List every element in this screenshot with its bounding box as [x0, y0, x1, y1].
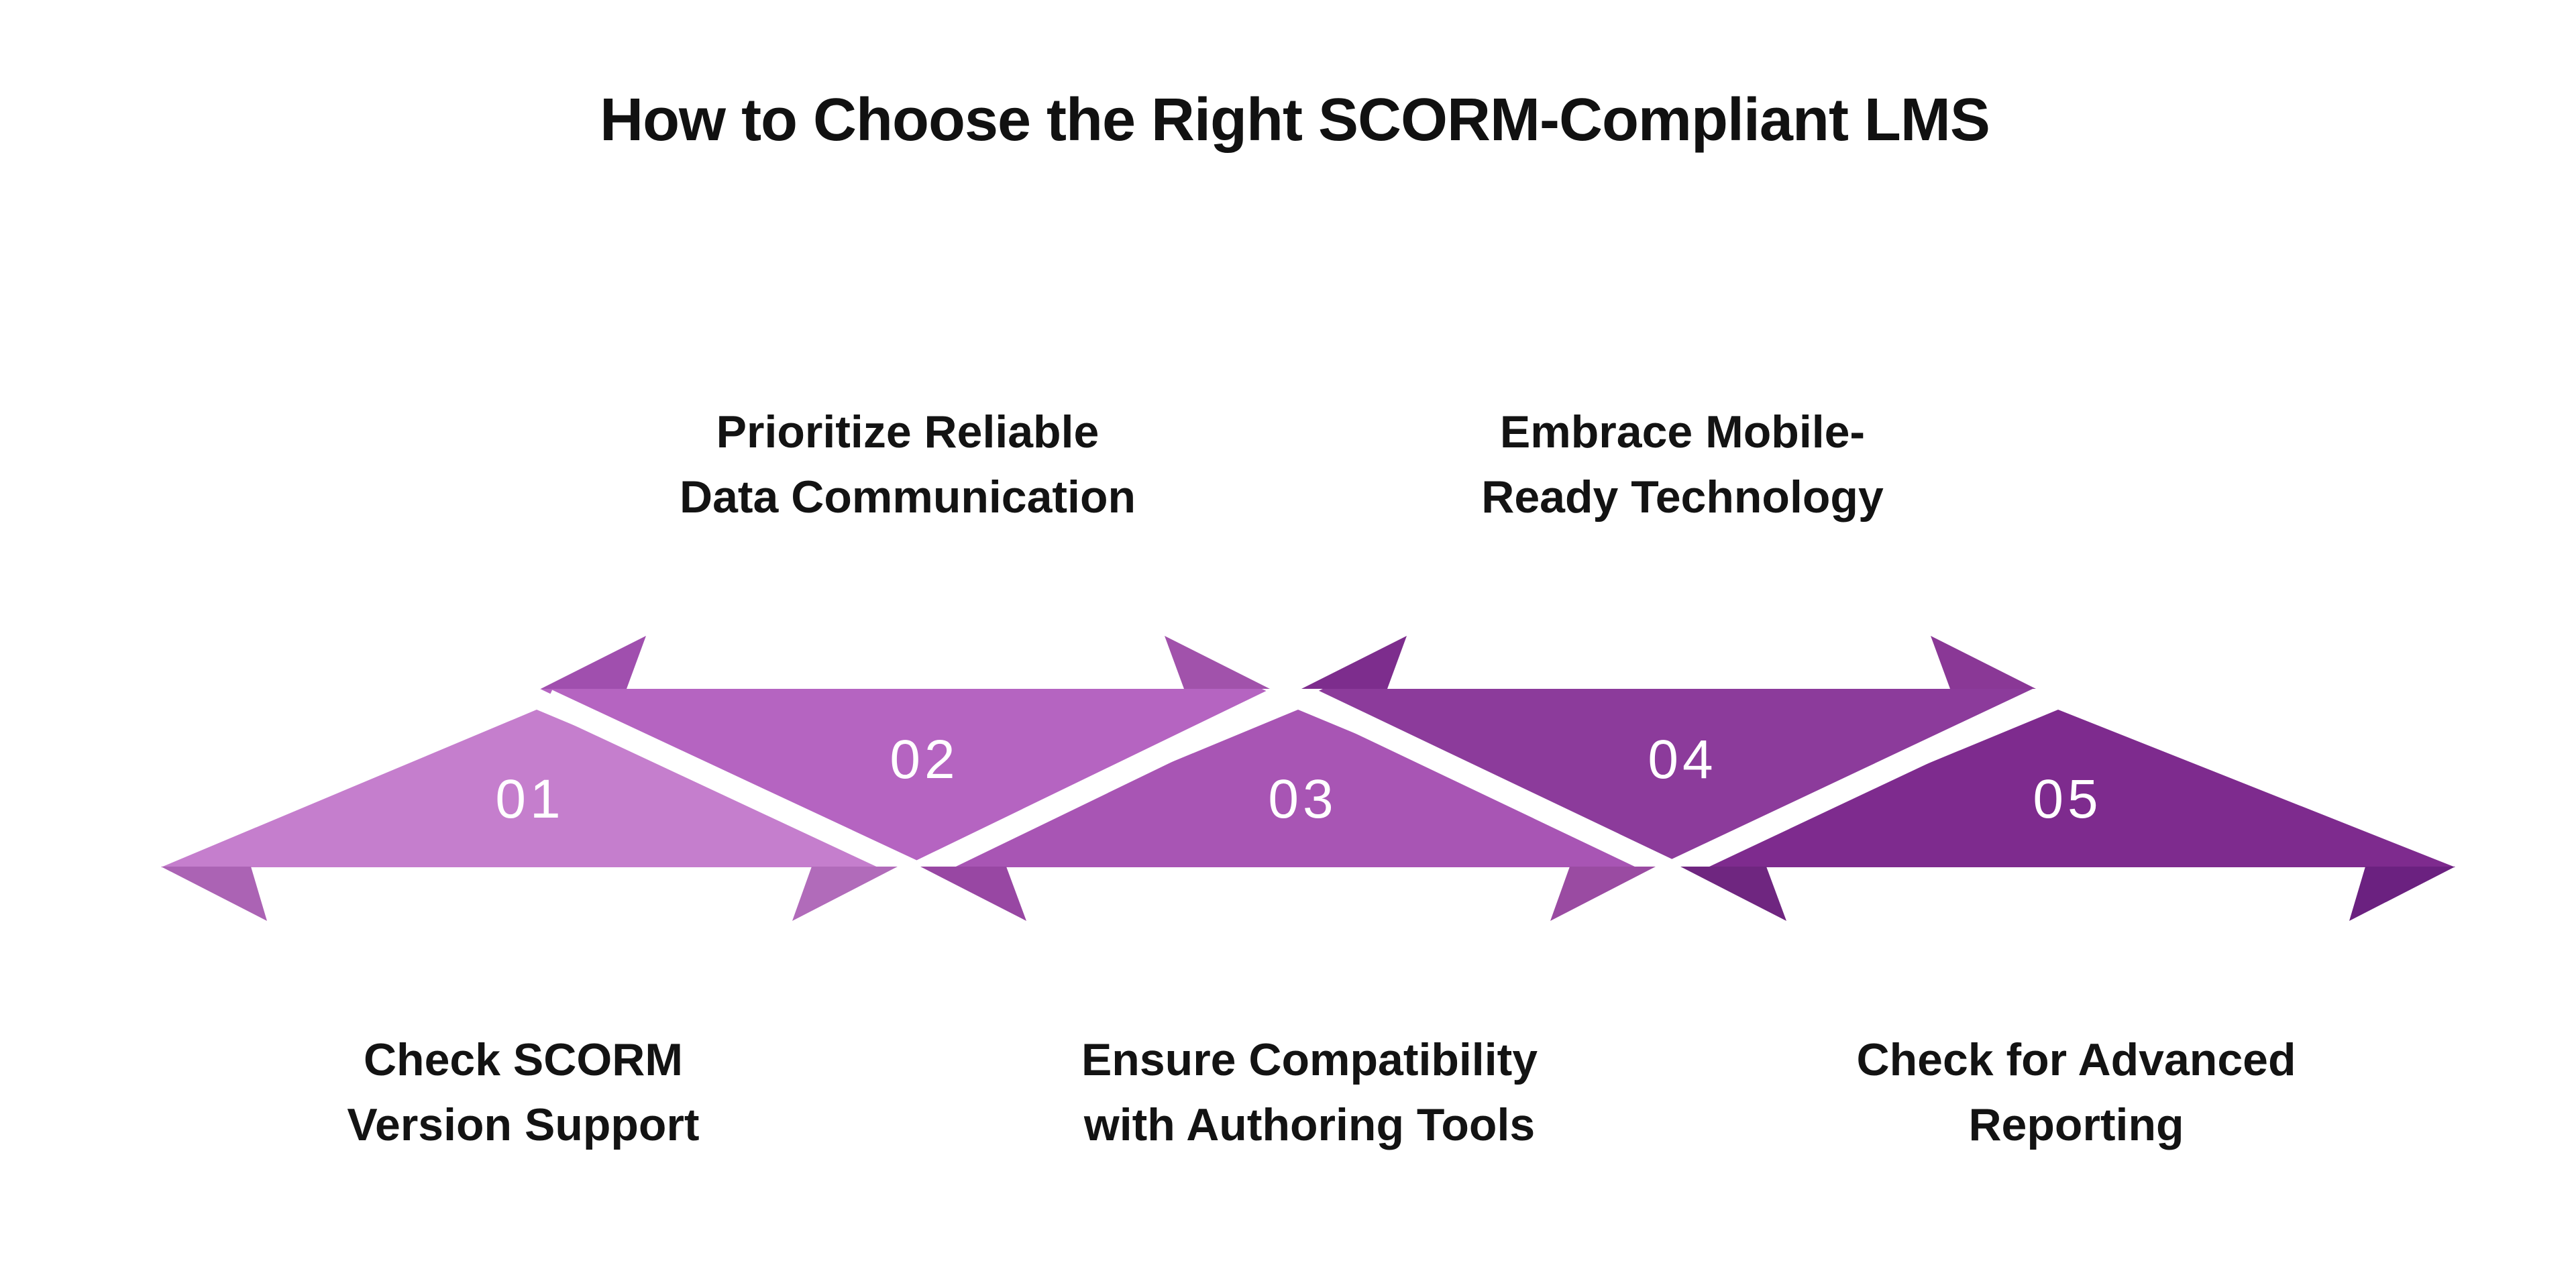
step-triangle-05 — [1677, 710, 2455, 867]
step-triangle-02 — [540, 689, 1298, 869]
fold-junction1-top — [541, 636, 646, 689]
step-number-04: 04 — [1648, 729, 1717, 790]
page-title: How to Choose the Right SCORM-Compliant … — [600, 87, 1990, 154]
fold-junction4-bottom-right — [1680, 867, 1786, 921]
step-number-01: 01 — [495, 769, 565, 830]
step-label-04-line1: Embrace Mobile- — [1499, 406, 1866, 457]
fold-right-end — [2349, 867, 2455, 921]
step-label-05-line1: Check for Advanced — [1856, 1034, 2296, 1085]
step-label-05: Check for Advanced Reporting — [1857, 1028, 2296, 1158]
ribbon-gap-1 — [542, 690, 945, 894]
fold-junction2-bottom-left — [792, 867, 898, 921]
step-label-04: Embrace Mobile- Ready Technology — [1481, 400, 1884, 530]
step-label-02-line1: Prioritize Reliable — [716, 406, 1099, 457]
fold-junction3-top-left — [1165, 636, 1270, 689]
step-number-02: 02 — [890, 729, 959, 790]
step-triangle-01 — [161, 710, 912, 867]
step-label-01-line2: Version Support — [347, 1099, 700, 1150]
step-label-04-line2: Ready Technology — [1481, 472, 1884, 522]
step-number-05: 05 — [2033, 769, 2102, 830]
step-label-03-line1: Ensure Compatibility — [1081, 1034, 1538, 1085]
fold-junction2-bottom-right — [920, 867, 1026, 921]
fold-left-end — [161, 867, 267, 921]
step-label-01-line1: Check SCORM — [363, 1034, 684, 1085]
step-label-02: Prioritize Reliable Data Communication — [680, 400, 1136, 530]
step-number-03: 03 — [1268, 769, 1338, 830]
step-label-01: Check SCORM Version Support — [347, 1028, 699, 1158]
fold-junction3-top-right — [1301, 636, 1407, 689]
fold-junction5-top — [1931, 636, 2036, 689]
step-label-02-line2: Data Communication — [679, 472, 1136, 522]
step-label-03-line2: with Authoring Tools — [1083, 1099, 1536, 1150]
step-label-05-line2: Reporting — [1968, 1099, 2184, 1150]
fold-junction4-bottom-left — [1550, 867, 1656, 921]
ribbon-gap-2 — [885, 667, 1326, 896]
ribbon-gap-4 — [1639, 673, 2076, 895]
step-label-03: Ensure Compatibility with Authoring Tool… — [1081, 1028, 1538, 1158]
ribbon-gap-3 — [1260, 667, 1705, 895]
step-triangle-04 — [1300, 689, 2056, 869]
step-triangle-03 — [918, 710, 1677, 867]
